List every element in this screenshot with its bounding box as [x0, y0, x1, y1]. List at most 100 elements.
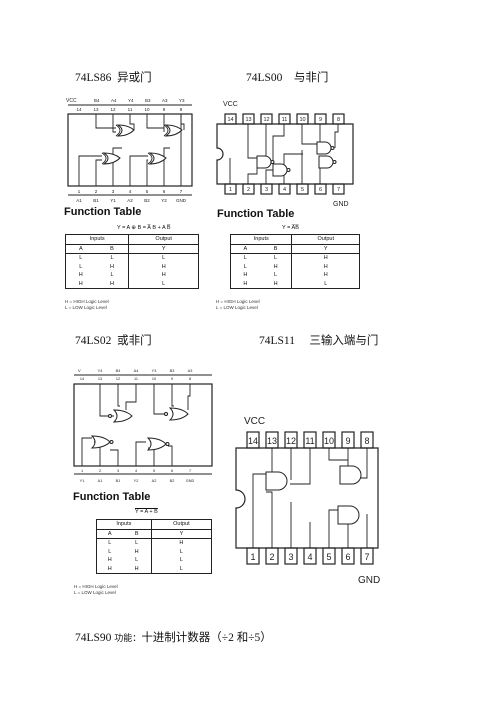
heading-74ls11: 74LS11 三输入端与门: [259, 332, 378, 348]
pin-number: 10: [152, 377, 156, 381]
pin-number: 6: [163, 189, 166, 194]
pin-number: 9: [171, 377, 173, 381]
pin-number: 1: [78, 189, 81, 194]
pin-number: 13: [267, 436, 277, 446]
logic-level-notes: H = HIGH Logic Level L = LOW Logic Level: [74, 584, 118, 596]
pin-name: B4: [116, 369, 121, 373]
chip-desc: 异或门: [117, 72, 152, 84]
chip-desc: 十进制计数器（÷2 和÷5）: [141, 632, 272, 644]
pin-number: 13: [93, 107, 99, 112]
col-b: B: [259, 244, 292, 254]
pin-number: 14: [227, 117, 233, 123]
bottom-pins: 1 2 3 4 5 6 7: [246, 547, 374, 565]
gnd-label: GND: [358, 575, 380, 586]
top-pins: 14 13 12 11 10 9 8: [246, 431, 374, 449]
pin-number: 12: [263, 117, 269, 123]
pin-number: 4: [307, 552, 312, 562]
chip-body: [235, 447, 379, 549]
vcc-label: VCC: [223, 101, 238, 108]
pin-number: 6: [319, 187, 322, 193]
ls02-pinout-diagram: V Y4 B4 A4 Y3 B3 A3 14 13 12 11 10 9 8 1…: [73, 368, 213, 483]
chip-body: [216, 123, 354, 185]
vcc-label: V: [78, 368, 81, 373]
pin-name: B2: [170, 479, 175, 483]
note-low: L = LOW Logic Level: [65, 305, 107, 310]
pin-number: 5: [153, 469, 155, 473]
pin-number: 8: [189, 377, 191, 381]
chip-desc: 三输入端与门: [309, 335, 379, 347]
pin-number: 4: [135, 469, 137, 473]
pin-number: 8: [180, 107, 183, 112]
pin-number: 3: [288, 552, 293, 562]
col-a: A: [66, 244, 96, 254]
pin-number: 7: [180, 189, 183, 194]
chip-name: 74LS11: [259, 335, 295, 347]
chip-name: 74LS90: [75, 632, 112, 644]
chip-desc: 或非门: [117, 335, 152, 347]
function-table-title: Function Table: [217, 208, 295, 220]
top-pin-names: B4 A4 Y4 B3 A3 Y3: [94, 98, 185, 103]
note-high: H = HIGH Logic Level: [216, 299, 260, 304]
col-b: B: [95, 244, 129, 254]
bottom-pins: 1 2 3 4 5 6 7: [224, 183, 345, 195]
pin-name: Y1: [110, 198, 116, 203]
vcc-label: VCC: [244, 416, 265, 427]
pin-number: 6: [345, 552, 350, 562]
bottom-pin-names: A1 B1 Y1 A2 B2 Y2 GND: [76, 198, 187, 203]
pin-number: 11: [305, 436, 314, 446]
pin-number: 8: [337, 117, 340, 123]
pin-number: 9: [319, 117, 322, 123]
function-equation: Y = A + B: [135, 509, 158, 515]
pin-number: 13: [245, 117, 251, 123]
pin-number: 11: [282, 117, 288, 123]
pin-number: 3: [265, 187, 268, 193]
output-header: Output: [291, 235, 359, 245]
pin-number: 11: [128, 107, 133, 112]
heading-74ls00: 74LS00 与非门: [246, 69, 328, 85]
pin-number: 7: [337, 187, 340, 193]
pin-name: B4: [94, 98, 100, 103]
ls00-pinout-diagram: VCC 14 13 12 11 10 9 8 1 2 3 4 5 6 7 GND: [216, 101, 354, 208]
note-high: H = HIGH Logic Level: [65, 299, 109, 304]
pin-number: 5: [146, 189, 149, 194]
pin-name: Y2: [161, 198, 167, 203]
nand-gates: [256, 141, 337, 177]
inputs-header: Inputs: [97, 520, 152, 530]
pin-number: 2: [247, 187, 250, 193]
pin-number: 5: [301, 187, 304, 193]
pin-name: B3: [145, 98, 151, 103]
chip-body: [73, 383, 213, 467]
internal-wiring: [81, 384, 191, 466]
col-y: Y: [291, 244, 359, 254]
pin-number: 9: [163, 107, 166, 112]
and-gates: [265, 465, 362, 525]
pin-number: 2: [95, 189, 98, 194]
chip-name: 74LS86: [75, 72, 112, 84]
internal-wiring: [78, 114, 185, 186]
pin-number: 10: [299, 117, 305, 123]
pin-number: 11: [134, 377, 138, 381]
heading-74ls90: 74LS90 功能：十进制计数器（÷2 和÷5）: [75, 629, 272, 645]
pin-number: 12: [116, 377, 120, 381]
inputs-header: Inputs: [231, 235, 292, 245]
heading-74ls02: 74LS02 或非门: [75, 332, 152, 348]
note-low: L = LOW Logic Level: [216, 305, 258, 310]
pin-name: Y3: [179, 98, 185, 103]
pin-number: 10: [324, 436, 334, 446]
ls11-pinout-diagram: VCC 14 13 12 11 10 9 8 1 2 3 4 5 6 7 GND: [235, 416, 380, 586]
pin-name: A1: [98, 479, 103, 483]
pin-number: 10: [144, 107, 150, 112]
pin-number: 12: [286, 436, 296, 446]
top-pin-numbers: 14 13 12 11 10 9 8: [80, 377, 191, 381]
top-pins: 14 13 12 11 10 9 8: [224, 113, 345, 125]
